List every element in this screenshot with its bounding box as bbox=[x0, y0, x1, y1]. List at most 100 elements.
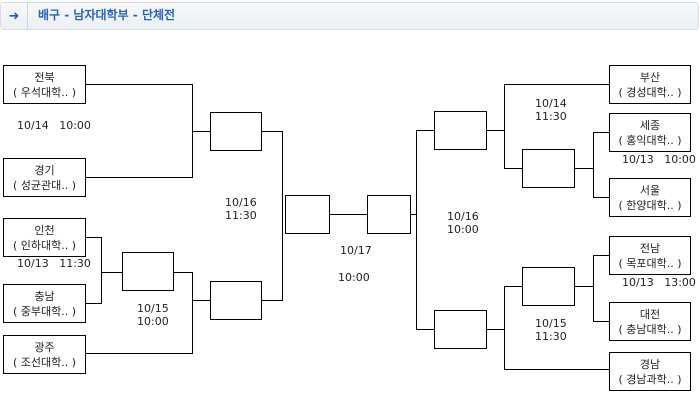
team-region: 서울 bbox=[639, 183, 661, 197]
team-box-right-5: 대전 ( 충남대학.. ) bbox=[609, 302, 691, 341]
bracket-line bbox=[261, 300, 283, 301]
schedule-label-final-time: 10:00 bbox=[338, 271, 370, 284]
team-region: 전남 bbox=[639, 241, 661, 255]
bracket-line bbox=[192, 131, 210, 132]
schedule-label: 10/14 10:00 bbox=[17, 119, 91, 132]
match-box-right-4 bbox=[434, 310, 487, 349]
bracket-line bbox=[593, 132, 594, 198]
bracket-line bbox=[486, 329, 505, 330]
team-box-left-5: 광주 ( 조선대학.. ) bbox=[3, 335, 86, 374]
team-region: 충남 bbox=[34, 289, 55, 303]
schedule-label: 10/13 13:00 bbox=[622, 276, 696, 289]
team-region: 광주 bbox=[34, 340, 55, 354]
page-title: 배구 - 남자대학부 - 단체전 bbox=[38, 8, 176, 22]
schedule-label: 10/15 11:30 bbox=[535, 317, 567, 343]
team-region: 부산 bbox=[639, 70, 661, 84]
team-box-right-6: 경남 ( 경남과학.. ) bbox=[609, 352, 691, 391]
team-school: ( 목포대학.. ) bbox=[618, 256, 682, 270]
team-box-left-3: 인천 ( 인하대학.. ) bbox=[3, 218, 86, 257]
schedule-label: 10/13 11:30 bbox=[17, 257, 91, 270]
match-box-semi-right bbox=[367, 195, 411, 234]
team-school: ( 경남과학.. ) bbox=[618, 372, 682, 386]
bracket-line bbox=[504, 369, 609, 370]
bracket-line bbox=[416, 130, 417, 330]
team-region: 경기 bbox=[34, 163, 55, 177]
bracket-line bbox=[593, 132, 609, 133]
bracket-line bbox=[593, 255, 609, 256]
match-date: 10/13 bbox=[17, 257, 49, 270]
team-school: ( 경성대학.. ) bbox=[618, 85, 682, 99]
schedule-label: 10/16 11:30 bbox=[225, 196, 257, 222]
bracket-line bbox=[504, 84, 505, 169]
bracket-line bbox=[86, 303, 102, 304]
team-school: ( 한양대학.. ) bbox=[618, 198, 682, 212]
match-time: 11:30 bbox=[225, 209, 257, 222]
match-box-semi-left bbox=[285, 195, 330, 234]
bracket-line bbox=[504, 84, 609, 85]
match-time: 10:00 bbox=[137, 315, 169, 328]
bracket-line bbox=[86, 84, 193, 85]
match-time: 10:00 bbox=[447, 223, 479, 236]
match-date: 10/16 bbox=[447, 210, 479, 223]
bracket-line bbox=[504, 286, 505, 370]
team-school: ( 성균관대.. ) bbox=[12, 178, 77, 192]
bracket-line bbox=[593, 197, 609, 198]
team-box-left-1: 전북 ( 우석대학.. ) bbox=[3, 65, 86, 104]
match-date: 10/15 bbox=[535, 317, 567, 330]
match-box-left-2 bbox=[122, 252, 174, 291]
team-box-right-2: 세종 ( 홍익대학.. ) bbox=[609, 113, 691, 152]
header-bar: ➜ bbox=[0, 2, 699, 30]
team-region: 전북 bbox=[34, 70, 55, 84]
page-header: ➜ 배구 - 남자대학부 - 단체전 bbox=[0, 0, 699, 30]
bracket-line bbox=[261, 131, 283, 132]
team-school: ( 홍익대학.. ) bbox=[618, 133, 682, 147]
bracket-line bbox=[192, 272, 193, 354]
schedule-label: 10/15 10:00 bbox=[137, 302, 169, 328]
schedule-label-final-date: 10/17 bbox=[340, 244, 372, 257]
team-school: ( 조선대학.. ) bbox=[12, 355, 77, 369]
team-school: ( 중부대학.. ) bbox=[12, 304, 77, 318]
team-region: 경남 bbox=[639, 357, 661, 371]
bracket-line bbox=[486, 130, 505, 131]
bracket-line bbox=[282, 131, 283, 301]
bracket-line bbox=[574, 168, 594, 169]
schedule-label: 10/16 10:00 bbox=[447, 210, 479, 236]
bracket-line bbox=[504, 168, 522, 169]
bracket-line bbox=[86, 237, 102, 238]
team-region: 세종 bbox=[639, 118, 661, 132]
schedule-label: 10/14 11:30 bbox=[535, 97, 567, 123]
team-region: 대전 bbox=[639, 307, 661, 321]
match-time: 11:30 bbox=[535, 110, 567, 123]
match-date: 10/13 bbox=[622, 153, 654, 166]
bracket-line bbox=[86, 353, 193, 354]
schedule-label: 10/13 10:00 bbox=[622, 153, 696, 166]
match-date: 10/14 bbox=[535, 97, 567, 110]
match-box-left-1 bbox=[210, 112, 262, 151]
team-school: ( 충남대학.. ) bbox=[618, 322, 682, 336]
bracket-line bbox=[593, 255, 594, 322]
bracket-line bbox=[101, 237, 102, 304]
match-box-right-3 bbox=[522, 267, 575, 306]
team-region: 인천 bbox=[34, 223, 55, 237]
team-box-left-2: 경기 ( 성균관대.. ) bbox=[3, 158, 86, 197]
match-box-left-3 bbox=[210, 281, 262, 320]
team-box-left-4: 충남 ( 중부대학.. ) bbox=[3, 284, 86, 323]
bracket-line bbox=[86, 177, 193, 178]
bracket-line bbox=[173, 272, 193, 273]
match-date: 10/14 bbox=[17, 119, 49, 132]
bracket-line bbox=[416, 130, 434, 131]
team-box-right-3: 서울 ( 한양대학.. ) bbox=[609, 178, 691, 217]
team-box-right-4: 전남 ( 목포대학.. ) bbox=[609, 236, 691, 275]
bracket-line bbox=[411, 214, 417, 215]
match-date: 10/16 bbox=[225, 196, 257, 209]
bracket-line bbox=[101, 272, 122, 273]
team-box-right-1: 부산 ( 경성대학.. ) bbox=[609, 65, 691, 104]
bracket-line bbox=[504, 286, 522, 287]
team-school: ( 인하대학.. ) bbox=[12, 238, 77, 252]
match-box-right-2 bbox=[522, 149, 575, 188]
match-time: 10:00 bbox=[664, 153, 696, 166]
match-date: 10/13 bbox=[622, 276, 654, 289]
bracket-line bbox=[330, 214, 367, 215]
match-time: 13:00 bbox=[664, 276, 696, 289]
match-time: 11:30 bbox=[535, 330, 567, 343]
